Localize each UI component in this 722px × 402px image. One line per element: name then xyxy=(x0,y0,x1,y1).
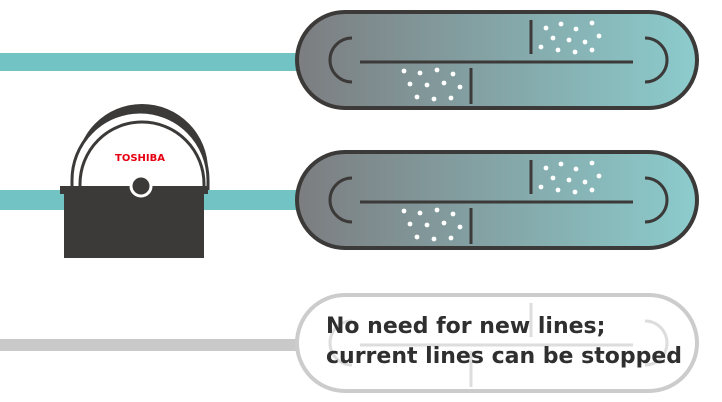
particles-upper xyxy=(538,20,602,55)
caption-line-2: current lines can be stopped xyxy=(326,344,683,369)
magnetic-separator: TOSHIBA xyxy=(60,104,210,258)
tank-right-bracket xyxy=(644,176,669,224)
idle-left-bracket xyxy=(328,319,353,367)
particles-upper xyxy=(538,160,602,195)
tank-left-bracket xyxy=(328,176,353,224)
tank-line-2 xyxy=(295,150,699,250)
tank-left-bracket xyxy=(328,36,353,84)
row-line-2: TOSHIBA xyxy=(0,104,699,258)
separator-porthole xyxy=(129,174,153,198)
pipe-line-3 xyxy=(0,339,300,351)
caption-line-1: No need for new lines; xyxy=(326,314,606,339)
toshiba-logo: TOSHIBA xyxy=(115,153,165,164)
tank-right-bracket xyxy=(644,36,669,84)
separator-dome-inner xyxy=(78,120,206,190)
caption-text: No need for new lines; current lines can… xyxy=(326,312,696,372)
pipe-line-1 xyxy=(0,53,300,71)
idle-right-bracket xyxy=(644,319,669,367)
row-line-3 xyxy=(0,293,699,393)
particles-lower xyxy=(401,207,463,242)
tank-line-3-idle xyxy=(295,293,699,393)
particles-lower xyxy=(401,67,463,102)
tank-line-1 xyxy=(295,10,699,110)
separator-body xyxy=(64,190,204,258)
row-line-1 xyxy=(0,10,699,110)
